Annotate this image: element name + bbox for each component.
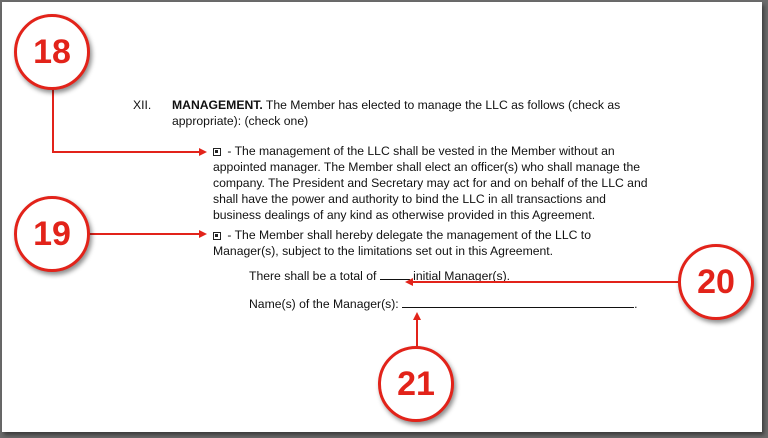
managers-names-label: Name(s) of the Manager(s):	[249, 297, 403, 311]
option-member-line3: company. The President and Secretary may…	[213, 176, 648, 190]
section-intro-line2: appropriate): (check one)	[172, 114, 309, 128]
member-managed-checkbox[interactable]	[213, 148, 221, 156]
option-manager-text1: - The Member shall hereby delegate the m…	[224, 228, 591, 242]
option-member-line2: appointed manager. The Member shall elec…	[213, 160, 641, 174]
manager-managed-checkbox[interactable]	[213, 232, 221, 240]
option-manager-line2: Manager(s), subject to the limitations s…	[213, 244, 554, 258]
callout-18: 18	[14, 14, 90, 90]
section-heading: MANAGEMENT.	[172, 98, 263, 112]
section-number: XII.	[133, 98, 152, 112]
arrow-18	[52, 88, 207, 156]
section-intro-line1: The Member has elected to manage the LLC…	[262, 98, 621, 112]
managers-total-row: There shall be a total of initial Manage…	[249, 268, 510, 284]
document-page: XII. MANAGEMENT. The Member has elected …	[2, 2, 762, 432]
option-member-line4: shall have the power and authority to bi…	[213, 192, 606, 206]
option-member-line5: business dealings of any kind as otherwi…	[213, 208, 596, 222]
callout-19: 19	[14, 196, 90, 272]
callout-arrows	[52, 88, 680, 358]
managers-names-end: .	[634, 297, 638, 311]
managers-total-suffix: initial Manager(s).	[409, 269, 511, 283]
callout-20: 20	[678, 244, 754, 320]
managers-total-prefix: There shall be a total of	[249, 269, 380, 283]
option-manager-line1: - The Member shall hereby delegate the m…	[213, 227, 591, 243]
managers-names-field[interactable]	[402, 296, 635, 308]
managers-names-row: Name(s) of the Manager(s): .	[249, 296, 637, 312]
callout-21: 21	[378, 346, 454, 422]
managers-total-field[interactable]	[379, 268, 410, 280]
option-member-line1: - The management of the LLC shall be ves…	[213, 143, 615, 159]
section-intro: MANAGEMENT. The Member has elected to ma…	[172, 97, 620, 113]
option-member-text1: - The management of the LLC shall be ves…	[224, 144, 615, 158]
